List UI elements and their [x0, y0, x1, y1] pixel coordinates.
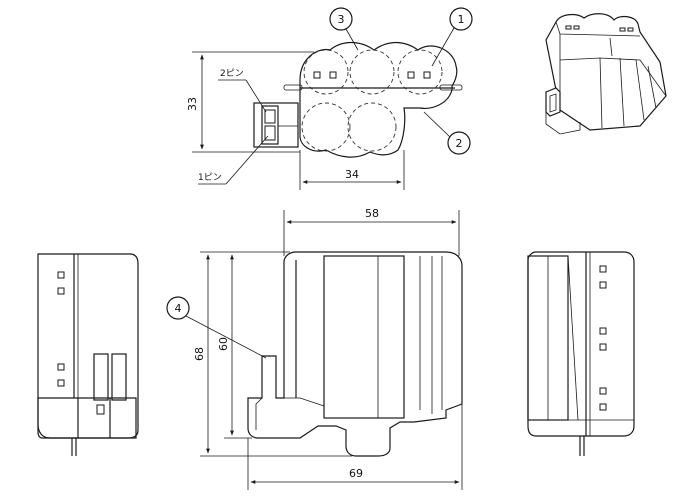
front-label-panel	[323, 255, 405, 419]
pin-1-label: 1ピン	[198, 172, 222, 183]
callout-1	[449, 7, 473, 31]
cell-bottom-1	[301, 102, 351, 152]
dim-58-label: 58	[365, 207, 379, 220]
callout-2	[447, 131, 471, 155]
callout-4	[166, 296, 190, 320]
pin-2-slot	[264, 109, 276, 124]
isometric-view	[545, 13, 667, 135]
dim-69-label: 69	[349, 467, 363, 480]
dim-34-label: 34	[345, 168, 359, 181]
left-side-view	[37, 253, 139, 456]
right-side-view	[527, 251, 635, 456]
front-view: 58 68 60 69 4	[166, 207, 463, 490]
dim-33-label: 33	[186, 97, 199, 111]
connector-pin-block	[261, 105, 279, 145]
top-view: 33 34 2ピン 1ピン 3 1 2	[186, 7, 473, 190]
connector-housing	[253, 102, 299, 148]
pin-1-slot	[264, 125, 276, 141]
cell-bottom-2	[347, 102, 397, 152]
battery-pack-outline	[299, 41, 458, 158]
svg-text:2: 2	[456, 137, 463, 150]
callout-3	[329, 7, 353, 31]
cell-top-2	[349, 49, 395, 95]
svg-text:1: 1	[458, 13, 465, 26]
svg-text:4: 4	[175, 302, 182, 315]
pin-2-label: 2ピン	[220, 68, 244, 79]
cell-top-3	[397, 49, 443, 95]
svg-text:3: 3	[338, 13, 345, 26]
dim-60-label: 60	[217, 337, 230, 351]
cell-top-1	[303, 49, 349, 95]
dim-68-label: 68	[193, 347, 206, 361]
